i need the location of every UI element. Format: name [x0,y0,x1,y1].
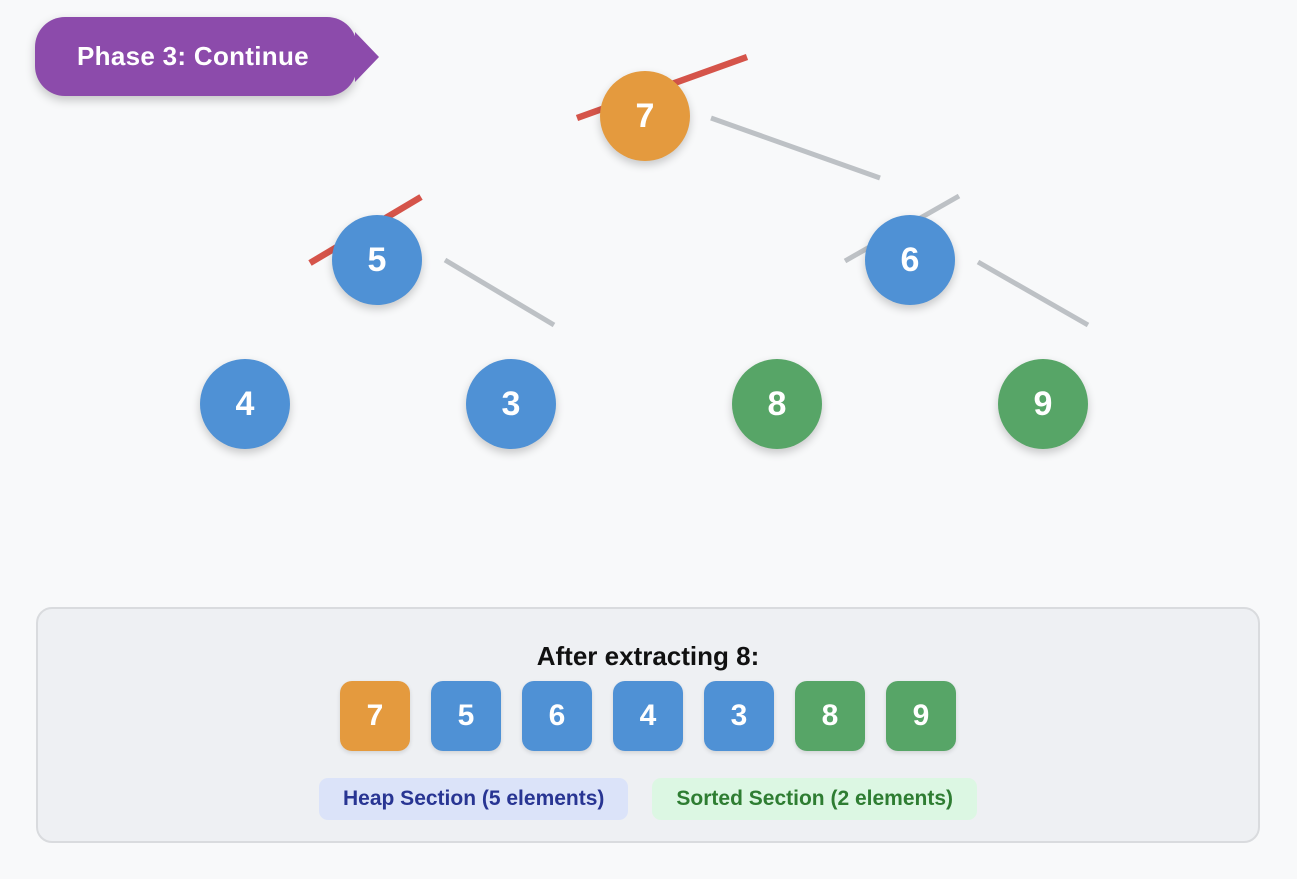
array-cell-value: 3 [730,699,748,732]
edge-5-to-3 [443,257,556,328]
tree-node-value: 4 [235,384,255,423]
edge-6-to-9 [976,259,1090,328]
array-cell-5: 8 [795,681,865,751]
phase-banner-label: Phase 3: Continue [77,41,309,71]
tree-node-value: 6 [900,240,920,279]
tree-node-5: 5 [332,215,422,305]
array-cells: 7 5 6 4 3 8 9 [340,681,956,751]
heap-tree: 7 5 6 4 3 8 9 [200,53,1090,449]
tree-node-value: 9 [1033,384,1053,423]
array-panel-title: After extracting 8: [536,641,760,671]
array-state-panel: After extracting 8: 7 5 6 4 3 8 9 Heap S… [36,607,1260,843]
phase-banner: Phase 3: Continue [35,17,379,96]
array-cell-4: 3 [704,681,774,751]
section-legend: Heap Section (5 elements) Sorted Section… [319,778,977,820]
array-cell-0: 7 [340,681,410,751]
heap-section-label: Heap Section (5 elements) [319,778,629,820]
tree-node-value: 3 [501,384,521,423]
tree-node-9: 9 [998,359,1088,449]
tree-node-4: 4 [200,359,290,449]
tree-node-value: 7 [635,96,655,135]
array-cell-value: 5 [457,699,475,732]
array-cell-1: 5 [431,681,501,751]
array-cell-value: 6 [548,699,566,732]
array-cell-2: 6 [522,681,592,751]
tree-node-value: 5 [367,240,387,279]
sorted-section-label: Sorted Section (2 elements) [652,778,977,820]
tree-node-6: 6 [865,215,955,305]
array-cell-value: 9 [912,699,930,732]
array-cell-value: 4 [639,699,657,732]
array-cell-6: 9 [886,681,956,751]
tree-node-3: 3 [466,359,556,449]
array-cell-value: 7 [366,699,384,732]
edge-7-to-6 [710,115,881,181]
tree-node-8: 8 [732,359,822,449]
array-cell-value: 8 [821,699,839,732]
array-cell-3: 4 [613,681,683,751]
tree-node-7: 7 [600,71,690,161]
tree-node-value: 8 [767,384,787,423]
phase-banner-arrow-icon [355,31,379,82]
